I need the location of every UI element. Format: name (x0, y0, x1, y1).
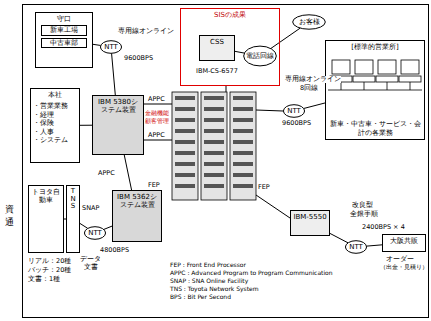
node-label: NTT (104, 43, 118, 51)
node-text: 新車工場 (41, 25, 87, 35)
ntt-node: NTT (345, 240, 367, 254)
annotation: リアル：20種 (28, 258, 71, 265)
annotation: 資 (5, 205, 14, 215)
customer-node: お客様 (292, 14, 326, 30)
annotation: データ (80, 256, 101, 263)
connector (304, 103, 325, 109)
node-label: 守口 (38, 15, 90, 23)
node-text: 新車・中古車・サービス・会計の各業務 (328, 120, 422, 137)
annotation: 文書 (84, 264, 98, 271)
connector (366, 245, 382, 246)
annotation: APPC (98, 170, 115, 177)
terminal-box: IBM-5550 (290, 210, 330, 236)
annotation: FEP (258, 184, 270, 191)
node-label: IBM-5550 (293, 213, 327, 221)
connector (271, 28, 301, 48)
connector (104, 226, 112, 229)
connector (80, 223, 88, 228)
frame (23, 5, 429, 318)
node-label: IBM 5362システム装置 (115, 193, 159, 210)
office-terminals (328, 60, 422, 90)
node-label: 本社 (33, 91, 77, 99)
annotation: APPC (148, 96, 165, 103)
phone-line-node: 電話回線 (243, 45, 277, 67)
office-box: 本社・営業業務 ・経理 ・保険 ・人事 ・システム (30, 88, 80, 163)
computer-box: CSS (199, 35, 235, 61)
annotation: 9600BPS (124, 55, 153, 62)
connector (93, 44, 101, 45)
node-label: NTT (287, 107, 301, 115)
node-label: TNS (70, 188, 77, 211)
annotation: 2400BPS × 4 (362, 224, 405, 231)
glossary-entry: SNAP : SNA Online Facility (170, 278, 248, 285)
server-racks (172, 92, 256, 200)
node-label: NTT (88, 229, 102, 237)
ntt-node: NTT (100, 40, 122, 54)
ntt-node: NTT (84, 226, 106, 240)
annotation: （出金・見積り） (380, 264, 428, 270)
dealer-box: 大阪共販 (382, 234, 426, 252)
connector (330, 233, 348, 242)
node-text: ・営業業務 ・経理 ・保険 ・人事 ・システム (33, 102, 77, 144)
node-label: NTT (349, 243, 363, 251)
node-label: SISの成果 (183, 11, 277, 19)
annotation: APPC (148, 132, 165, 139)
annotation: 専用線オンライン (285, 76, 341, 83)
mainframe: IBM 5380システム装置 (92, 95, 144, 155)
connector (80, 125, 92, 126)
trunk-lines (144, 86, 290, 218)
glossary-entry: BPS : Bit Per Second (170, 294, 231, 301)
node-label: CSS (202, 38, 232, 46)
connector (124, 155, 131, 190)
node-label: [標準的営業所] (328, 43, 422, 51)
node-label: 大阪共販 (385, 237, 423, 245)
glossary-entry: APPC : Advanced Program to Program Commu… (170, 270, 333, 277)
node-text: 中古車部 (41, 38, 87, 48)
annotation: SNAP (82, 205, 99, 212)
annotation: 通 (5, 218, 14, 228)
annotation: 顧客管理 (145, 118, 169, 124)
glossary-entry: FEP : Front End Processor (170, 262, 246, 269)
connector (235, 51, 244, 53)
site-box: 守口新車工場中古車部 (35, 12, 93, 68)
annotation: オーダー (386, 256, 414, 263)
node-label: IBM 5380システム装置 (95, 98, 141, 115)
annotation: 文書：1種 (28, 276, 60, 283)
glossary-entry: TNS : Toyota Network System (170, 286, 259, 293)
ntt-node: NTT (283, 104, 305, 118)
connector (112, 53, 116, 95)
annotation: バッチ：20種 (28, 267, 71, 274)
annotation: IBM-CS-6577 (196, 68, 238, 75)
annotation: 9600BPS (282, 120, 311, 127)
annotation: 改良型 (352, 202, 373, 209)
company-box: トヨタ自動車 (28, 185, 64, 253)
node-label: 電話回線 (246, 52, 274, 60)
annotation: 金融機能 (145, 110, 169, 116)
annotation: 全銀手順 (350, 211, 378, 218)
network-box: TNS (66, 185, 80, 253)
node-label: トヨタ自動車 (31, 188, 61, 205)
annotation: 専用線オンライン (118, 28, 174, 35)
annotation: 8回線 (300, 85, 318, 92)
mainframe: IBM 5362システム装置 (112, 190, 162, 242)
branch-box: [標準的営業所] 新車・中古車・サービス・会計の各業務 (325, 40, 425, 140)
annotation: FEP (148, 182, 160, 189)
node-label: お客様 (299, 18, 320, 26)
annotation: 4800BPS (100, 247, 129, 254)
